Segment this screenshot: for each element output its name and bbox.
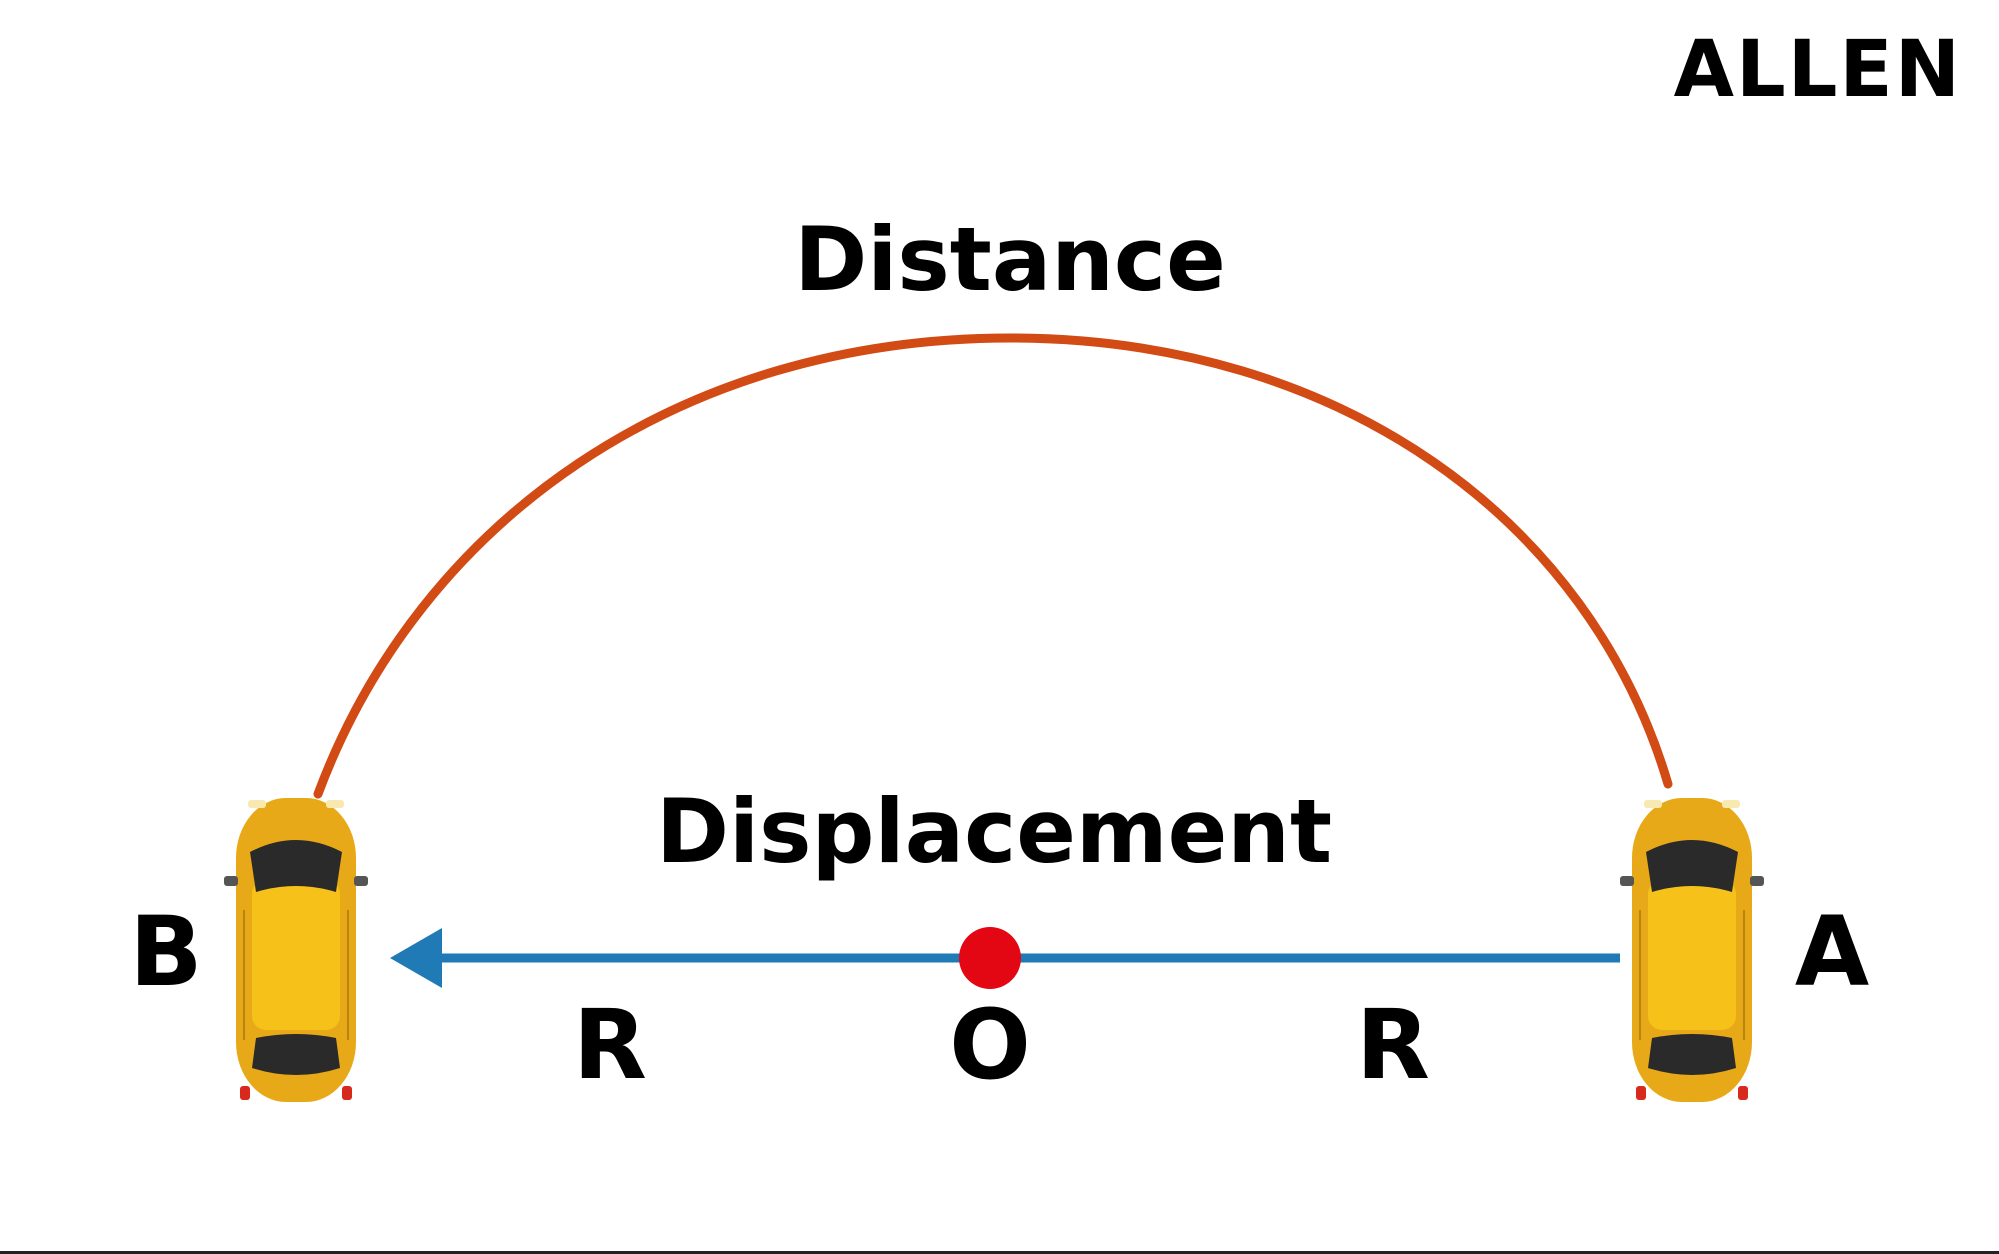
- origin-label: O: [949, 989, 1031, 1101]
- origin-point: [959, 927, 1021, 989]
- allen-logo: ALLEN: [1674, 25, 1962, 115]
- bottom-border: [0, 1251, 1999, 1254]
- radius-right-label: R: [1356, 989, 1430, 1101]
- car-left-icon: [223, 797, 369, 1103]
- distance-arc: [313, 333, 1673, 799]
- point-a-label: A: [1795, 896, 1869, 1008]
- displacement-label: Displacement: [656, 780, 1332, 883]
- radius-left-label: R: [573, 989, 647, 1101]
- point-b-label: B: [129, 896, 202, 1008]
- car-right-icon: [1619, 797, 1765, 1103]
- distance-label: Distance: [794, 208, 1226, 311]
- displacement-arrowhead-icon: [390, 928, 442, 988]
